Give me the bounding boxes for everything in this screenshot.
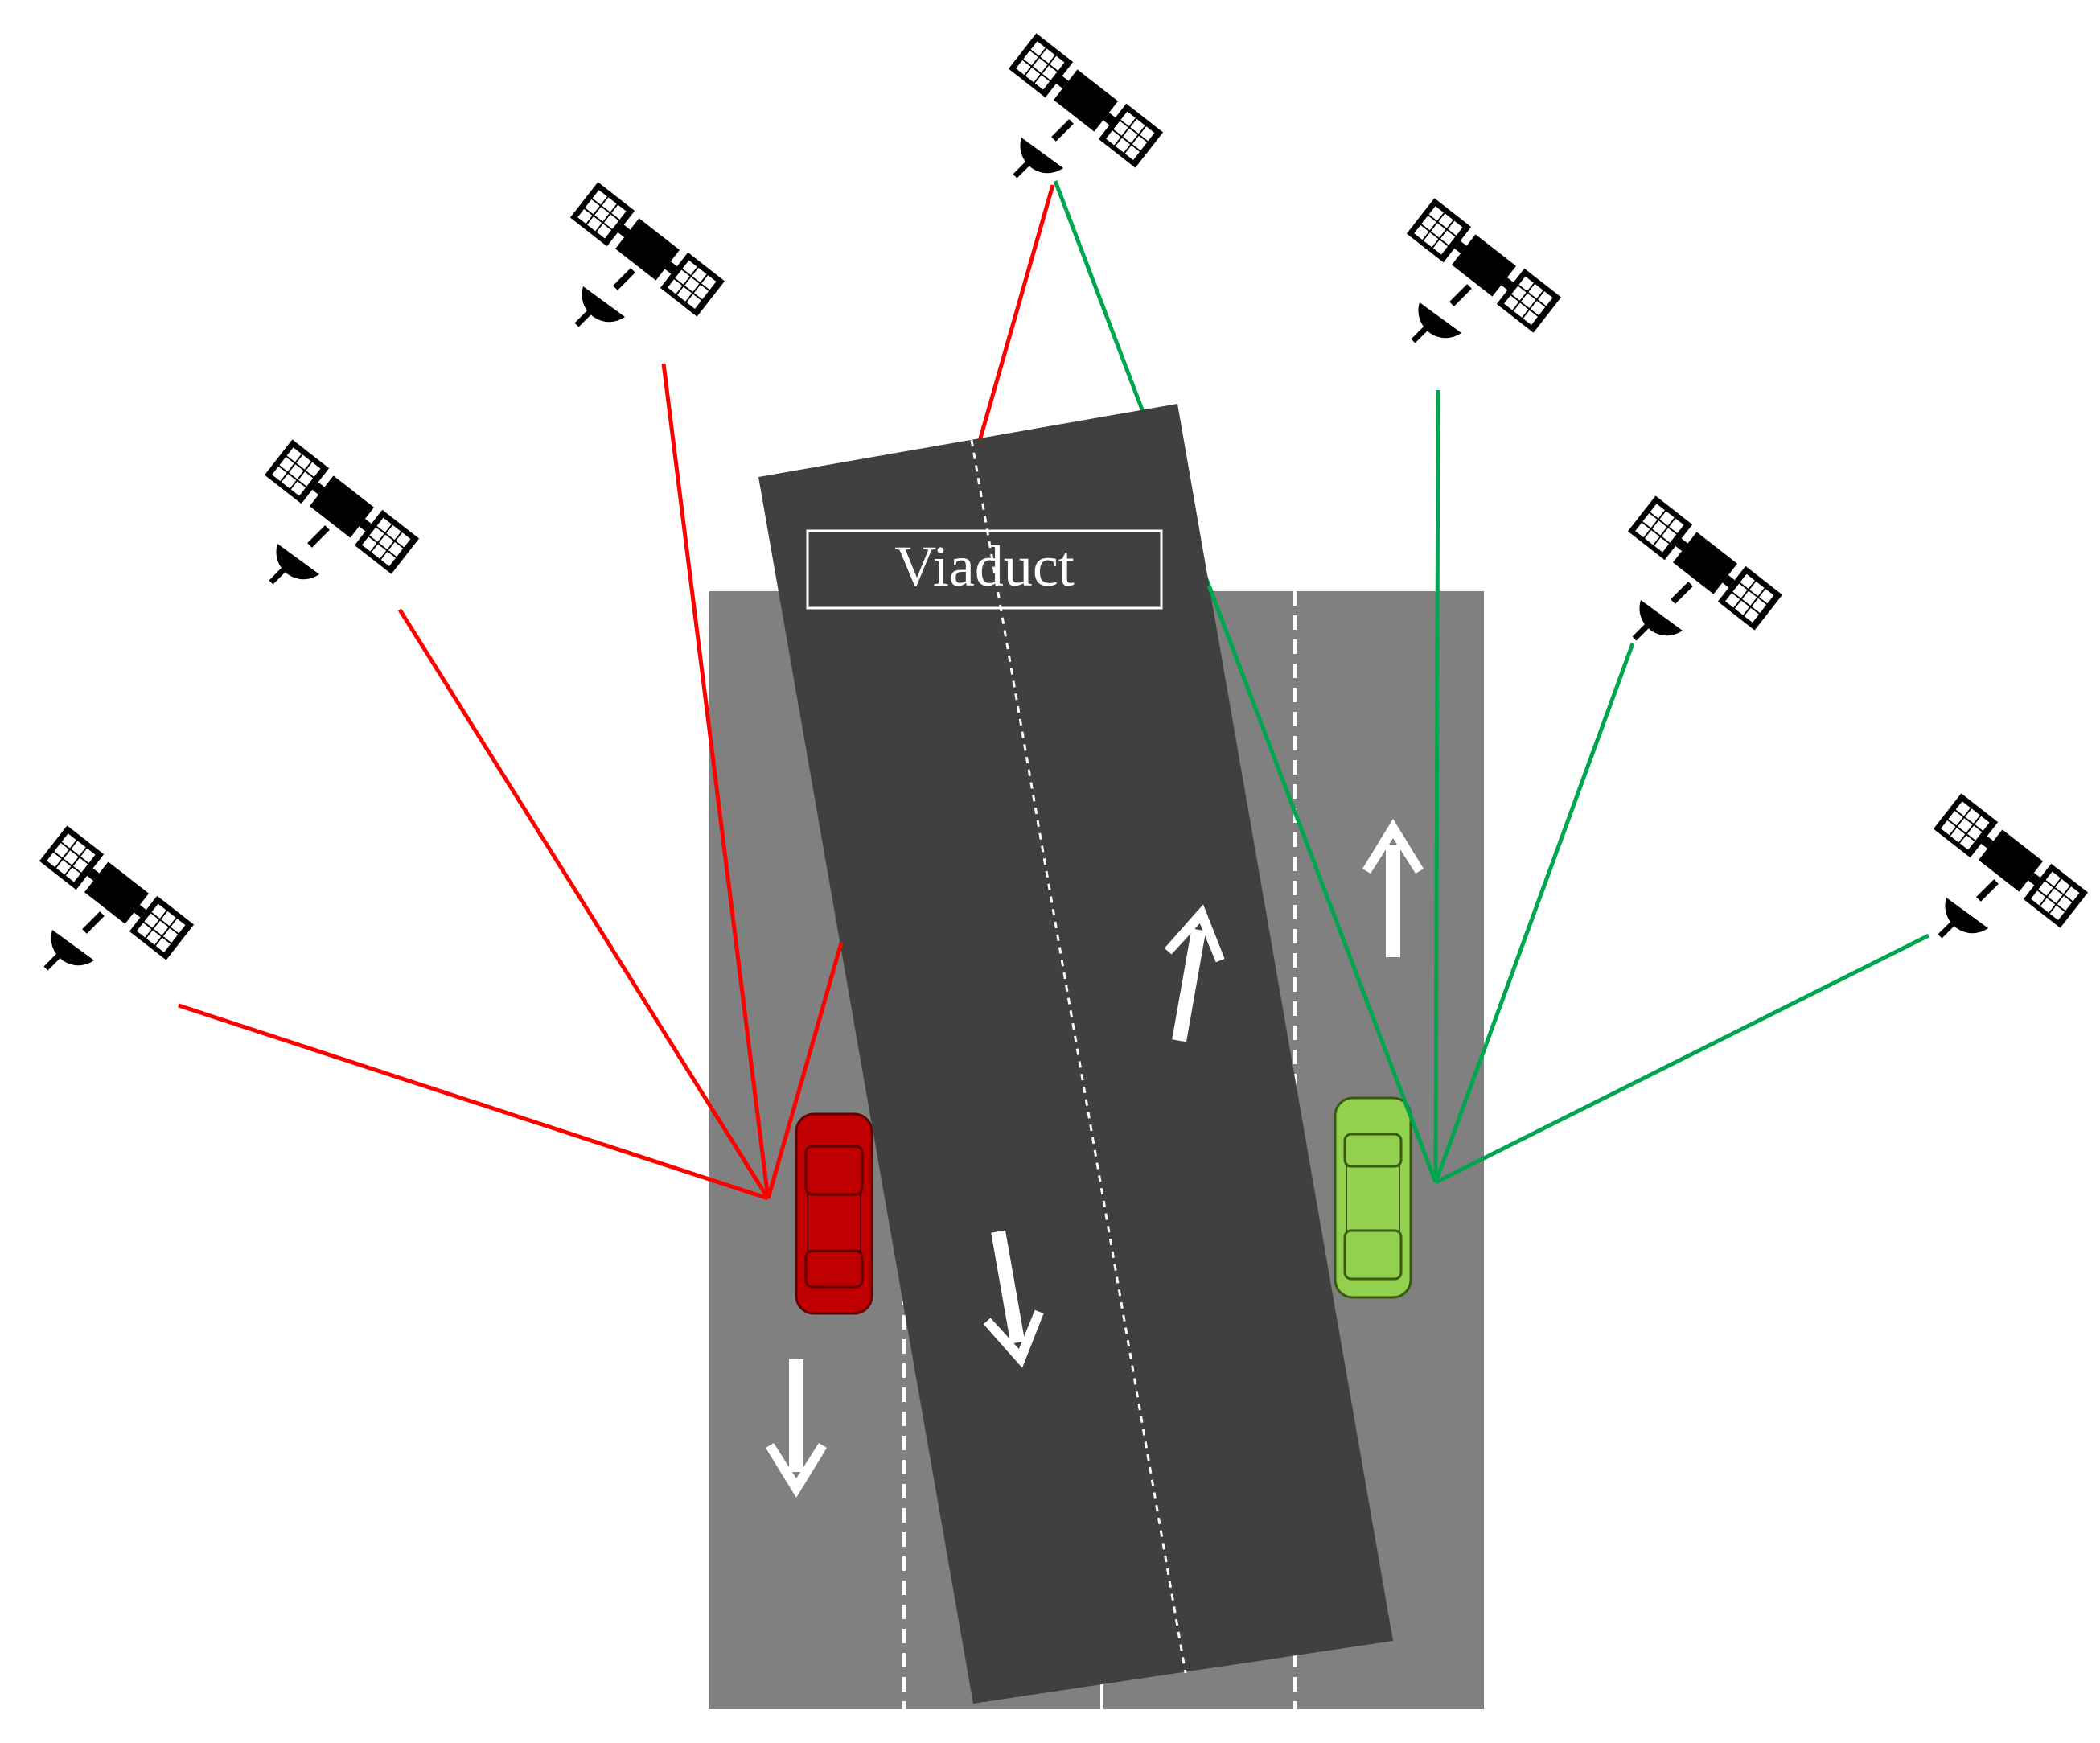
satellite-icon <box>39 825 194 968</box>
satellite-icon <box>1628 495 1782 639</box>
viaduct-label: Viaduct <box>894 534 1075 598</box>
satellite-icon <box>570 182 725 325</box>
clear-signal-line <box>1206 585 1438 1183</box>
car-icon <box>1334 1096 1412 1299</box>
satellite-icon <box>265 439 419 582</box>
viaduct-deck <box>758 404 1393 1704</box>
car-icon <box>795 1112 873 1315</box>
clear-signal-line <box>1433 643 1635 1183</box>
viaduct-label-box <box>806 529 1163 610</box>
clear-signal-line <box>1434 933 1930 1185</box>
blocked-signal-line <box>766 942 844 1199</box>
green-car <box>1334 1096 1412 1299</box>
red-car <box>795 1112 873 1315</box>
viaduct-center-line <box>970 439 1187 1674</box>
blocked-signal-line <box>661 363 771 1199</box>
blocked-signal-line <box>397 608 771 1200</box>
signal-lines-front <box>178 363 1930 1201</box>
satellite-icon <box>1407 198 1561 341</box>
clear-signal-line <box>1433 389 1440 1183</box>
satellite-icon <box>1009 33 1163 176</box>
blocked-signal-line <box>178 1003 769 1201</box>
viaduct: Viaduct <box>758 404 1393 1704</box>
satellite-icon <box>1934 793 2088 936</box>
